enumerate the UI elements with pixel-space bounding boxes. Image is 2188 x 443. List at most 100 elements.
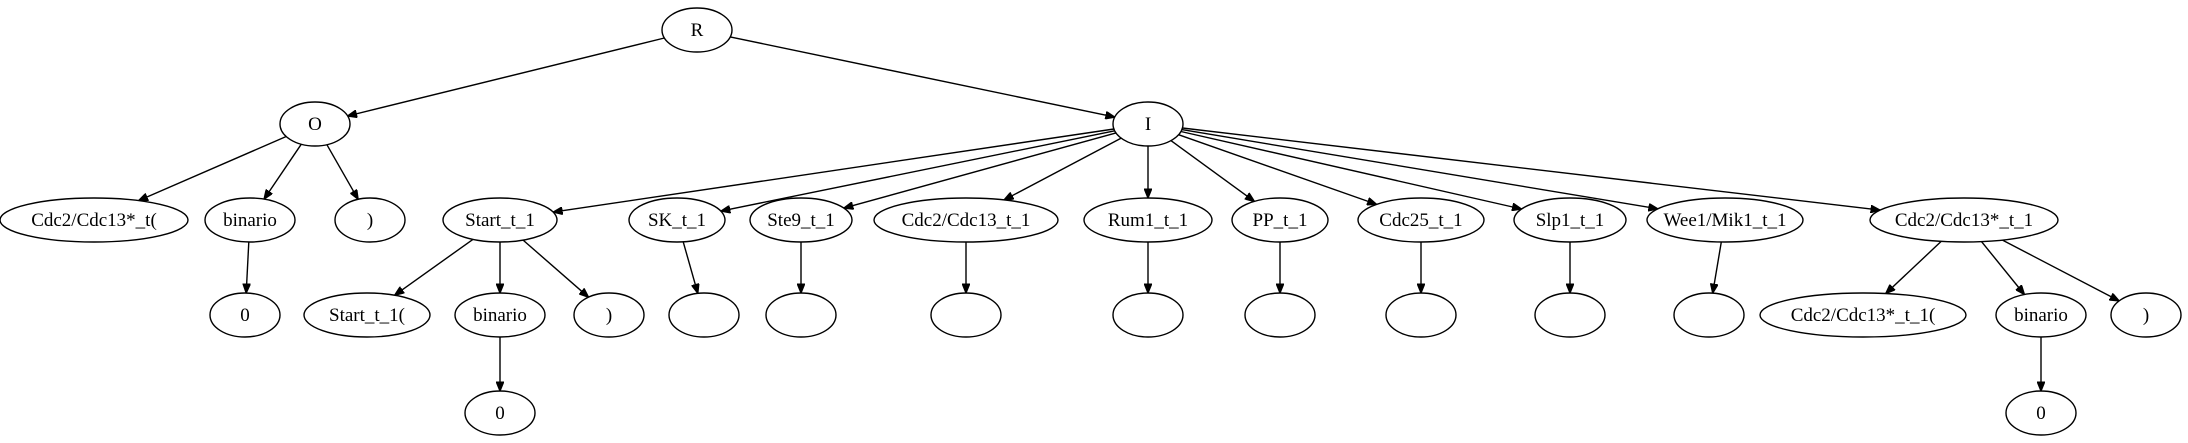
node-ellipse-cdc2-cdc13-t [0, 197, 189, 243]
node-label-r: R [691, 20, 704, 41]
edge-I-to-cdc25 [1178, 134, 1377, 205]
edge-sk-to-sk_c [682, 241, 698, 293]
node-ellipse-cdc2-cdc13-t-1 [1759, 292, 1967, 338]
node-label-o: O [308, 114, 322, 135]
node-ellipse- [573, 292, 645, 338]
node-label-binario: binario [473, 305, 527, 326]
edge-I-to-cdc13s [1182, 127, 1880, 210]
node-ellipse- [2110, 292, 2182, 338]
node-label-i: I [1145, 114, 1151, 135]
tree-node-cdc13s_par: ) [2110, 292, 2182, 338]
node-ellipse-start-t-1 [303, 292, 431, 338]
node-label-start-t-1: Start_t_1( [329, 305, 405, 326]
node-label-binario: binario [223, 210, 277, 231]
node-ellipse-empty [668, 292, 740, 338]
node-ellipse-empty [1534, 292, 1606, 338]
tree-node-o_bin: binario [204, 197, 296, 243]
node-ellipse-slp1-t-1 [1513, 197, 1627, 243]
node-ellipse-empty [1112, 292, 1184, 338]
edge-I-to-ste9 [844, 132, 1117, 208]
tree-node-cdc13s_zero: 0 [2005, 390, 2077, 436]
edge-O-to-o_par [326, 144, 358, 200]
node-ellipse-o [279, 101, 351, 147]
node-label-: ) [606, 305, 612, 326]
node-label-cdc25-t-1: Cdc25_t_1 [1379, 210, 1462, 231]
node-ellipse-i [1112, 101, 1184, 147]
tree-node-cdc13s: Cdc2/Cdc13*_t_1 [1869, 197, 2059, 243]
node-label-sk-t-1: SK_t_1 [648, 210, 706, 231]
tree-node-rum1_c [1112, 292, 1184, 338]
node-label-cdc2-cdc13-t: Cdc2/Cdc13*_t( [31, 210, 157, 231]
edge-I-to-start [553, 128, 1115, 212]
edge-cdc13s-to-cdc13s_bin [1980, 241, 2025, 295]
tree-node-o_par: ) [334, 197, 406, 243]
tree-node-sk: SK_t_1 [628, 197, 726, 243]
edge-layer [139, 36, 2120, 391]
node-label-start-t-1: Start_t_1 [465, 210, 535, 231]
node-ellipse-cdc25-t-1 [1357, 197, 1485, 243]
edge-cdc13s-to-cdc13s_a [1886, 240, 1942, 293]
node-ellipse-empty [1385, 292, 1457, 338]
node-label-0: 0 [495, 403, 505, 424]
edge-O-to-o_cdc [139, 135, 287, 201]
tree-node-start_a: Start_t_1( [303, 292, 431, 338]
edge-start-to-start_par [522, 239, 588, 297]
edge-I-to-cdc13 [1004, 137, 1122, 200]
tree-node-cdc25_c [1385, 292, 1457, 338]
tree-node-ste9: Ste9_t_1 [749, 197, 853, 243]
tree-node-start_bin: binario [454, 292, 546, 338]
edge-I-to-slp1 [1180, 130, 1522, 210]
edge-I-to-pp [1170, 140, 1255, 202]
tree-node-cdc13s_bin: binario [1995, 292, 2087, 338]
node-label-cdc2-cdc13-t-1: Cdc2/Cdc13*_t_1 [1895, 210, 2033, 231]
node-ellipse-empty [1673, 292, 1745, 338]
node-ellipse-start-t-1 [442, 197, 558, 243]
tree-node-o_zero: 0 [209, 292, 281, 338]
node-label-wee1-mik1-t-1: Wee1/Mik1_t_1 [1663, 210, 1786, 231]
node-label-0: 0 [2036, 403, 2046, 424]
tree-node-wee1_c [1673, 292, 1745, 338]
node-ellipse-pp-t-1 [1231, 197, 1329, 243]
edge-o_bin-to-o_zero [246, 241, 249, 293]
node-ellipse-empty [765, 292, 837, 338]
edge-R-to-O [348, 37, 665, 116]
node-ellipse-rum1-t-1 [1083, 197, 1213, 243]
node-ellipse-binario [1995, 292, 2087, 338]
node-label-rum1-t-1: Rum1_t_1 [1108, 210, 1188, 231]
tree-node-start_par: ) [573, 292, 645, 338]
node-ellipse-sk-t-1 [628, 197, 726, 243]
edge-cdc13s-to-cdc13s_par [2002, 239, 2120, 301]
tree-node-pp_c [1244, 292, 1316, 338]
node-label-: ) [2143, 305, 2149, 326]
node-label-pp-t-1: PP_t_1 [1253, 210, 1308, 231]
tree-node-start: Start_t_1 [442, 197, 558, 243]
edge-I-to-sk [721, 130, 1115, 211]
tree-node-cdc13: Cdc2/Cdc13_t_1 [873, 197, 1059, 243]
tree-node-start_zero: 0 [464, 390, 536, 436]
node-label-binario: binario [2014, 305, 2068, 326]
node-ellipse-empty [1244, 292, 1316, 338]
edge-wee1-to-wee1_c [1713, 241, 1722, 293]
node-ellipse-0 [464, 390, 536, 436]
edge-start-to-start_a [395, 238, 474, 295]
edge-R-to-I [730, 36, 1115, 117]
node-ellipse-r [661, 7, 733, 53]
node-ellipse-empty [930, 292, 1002, 338]
tree-node-slp1: Slp1_t_1 [1513, 197, 1627, 243]
node-label-cdc2-cdc13-t-1: Cdc2/Cdc13*_t_1( [1791, 305, 1936, 326]
tree-node-O: O [279, 101, 351, 147]
node-label-cdc2-cdc13-t-1: Cdc2/Cdc13_t_1 [902, 210, 1031, 231]
node-label-0: 0 [240, 305, 250, 326]
tree-node-rum1: Rum1_t_1 [1083, 197, 1213, 243]
node-ellipse-cdc2-cdc13-t-1 [873, 197, 1059, 243]
tree-node-cdc25: Cdc25_t_1 [1357, 197, 1485, 243]
tree-node-slp1_c [1534, 292, 1606, 338]
tree-node-cdc13_c [930, 292, 1002, 338]
tree-node-cdc13s_a: Cdc2/Cdc13*_t_1( [1759, 292, 1967, 338]
node-ellipse-binario [454, 292, 546, 338]
tree-node-I: I [1112, 101, 1184, 147]
node-ellipse-wee1-mik1-t-1 [1646, 197, 1804, 243]
tree-node-ste9_c [765, 292, 837, 338]
node-ellipse-cdc2-cdc13-t-1 [1869, 197, 2059, 243]
